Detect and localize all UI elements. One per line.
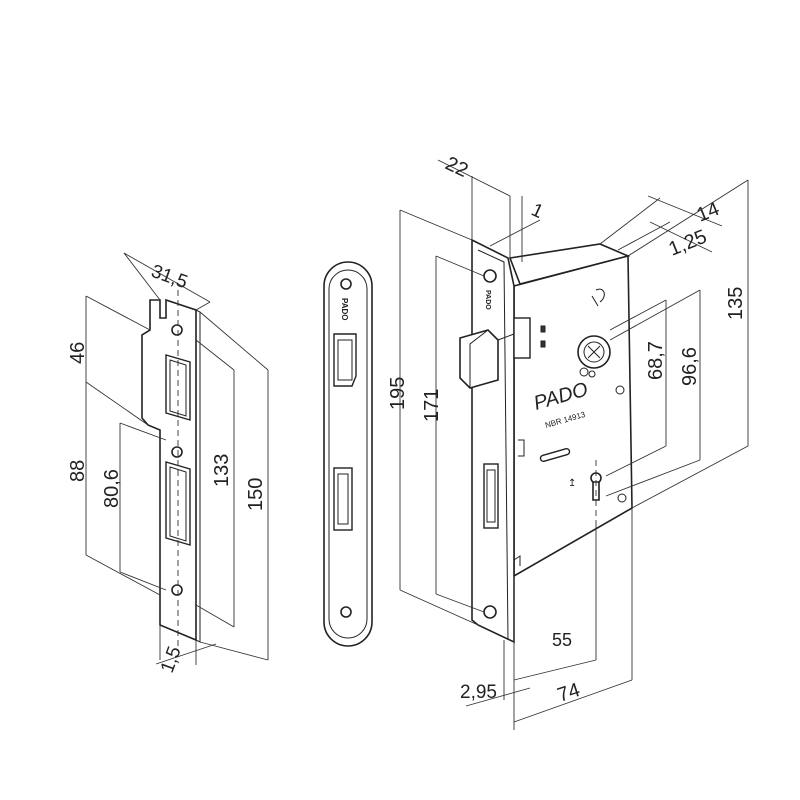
dim-strike-inner: 133	[211, 454, 233, 487]
dim-plate-thick: 1,25	[666, 226, 710, 261]
face-plate-brand: PADO	[340, 298, 349, 321]
dim-strike-top: 46	[67, 342, 89, 364]
dim-plate-width: 22	[442, 153, 471, 182]
face-plate: PADO	[323, 261, 373, 647]
lock-body: PADO PADO NBR 14913 ↥	[387, 153, 749, 730]
face-latch-window	[333, 333, 357, 387]
face-bolt-window	[333, 467, 353, 531]
dim-center-68: 68,7	[645, 341, 667, 380]
dim-front-offset: 2,95	[460, 682, 497, 703]
dim-strike-total: 150	[245, 478, 267, 511]
front-screw-hole-top	[483, 269, 497, 283]
face-screw-hole-bottom	[340, 606, 352, 618]
dim-total-height: 195	[387, 377, 409, 410]
latch-housing	[513, 317, 531, 359]
dim-strike-thick: 1,5	[157, 644, 186, 676]
dead-bolt	[483, 463, 499, 529]
dim-backset: 55	[552, 630, 572, 650]
strike-screw-hole-top	[171, 324, 183, 336]
front-screw-hole-bottom	[483, 605, 497, 619]
dim-strike-slot: 80,6	[101, 469, 123, 508]
dim-body-height: 135	[725, 287, 747, 320]
strike-plate: 31,5 46 88 80,6 133 150 1,5	[67, 252, 269, 676]
svg-text:↥: ↥	[568, 478, 576, 489]
dim-strike-lower: 88	[67, 460, 89, 482]
dim-depth: 14	[694, 198, 723, 227]
dim-center-96: 96,6	[679, 347, 701, 386]
face-screw-hole-top	[340, 278, 352, 290]
dim-body-depth: 74	[555, 679, 583, 707]
strike-screw-hole-middle	[171, 446, 183, 458]
latch-bolt	[459, 329, 499, 389]
front-plate-brand: PADO	[484, 290, 491, 310]
dim-offset: 1	[528, 199, 546, 223]
strike-screw-hole-bottom	[171, 584, 183, 596]
dim-inner-height: 171	[421, 389, 443, 422]
strike-latch-slot	[165, 354, 191, 421]
dim-strike-width: 31,5	[148, 261, 190, 293]
